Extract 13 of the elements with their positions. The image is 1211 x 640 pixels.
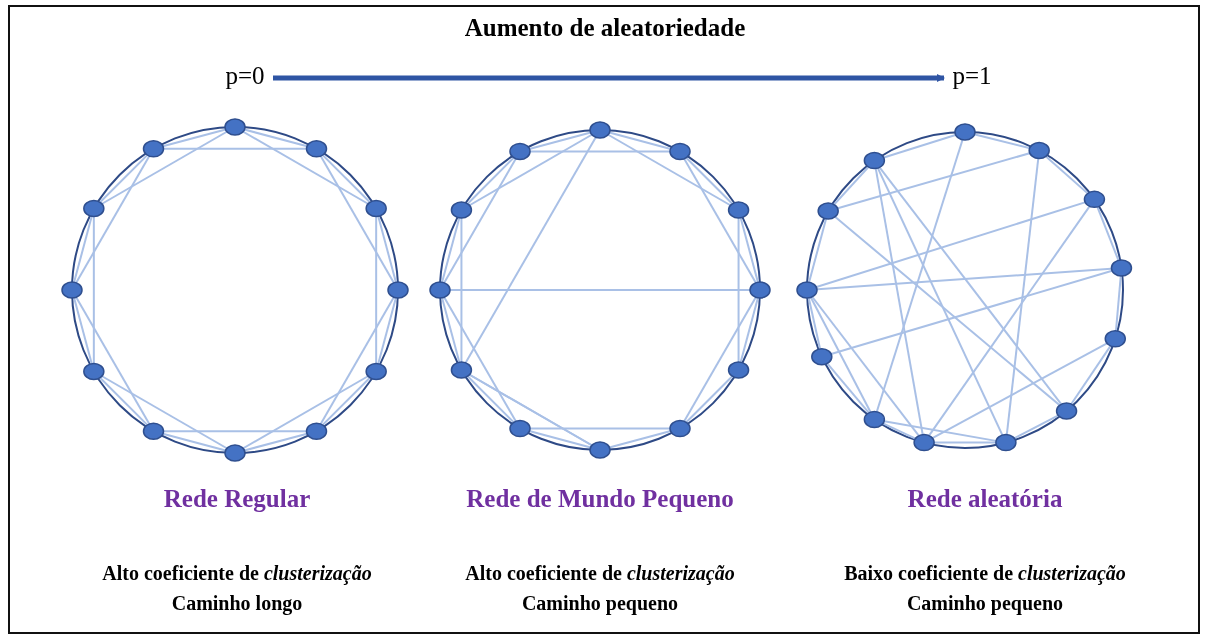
network-property: Alto coeficiente de clusterização (465, 562, 735, 585)
network-title: Rede aleatória (907, 485, 1063, 513)
network-title: Rede de Mundo Pequeno (466, 485, 734, 513)
network-title: Rede Regular (163, 485, 311, 513)
network-property: Caminho pequeno (906, 592, 1064, 615)
network-property: Caminho pequeno (521, 592, 679, 615)
network-property: Baixo coeficiente de clusterização (844, 562, 1126, 585)
title: Aumento de aleatoriedade (464, 14, 746, 42)
network-property: Caminho longo (171, 592, 303, 615)
arrow (273, 74, 945, 82)
network-property: Alto coeficiente de clusterização (102, 562, 372, 585)
axis-end-label: p=1 (952, 62, 992, 90)
axis-end-label: p=0 (225, 62, 265, 90)
